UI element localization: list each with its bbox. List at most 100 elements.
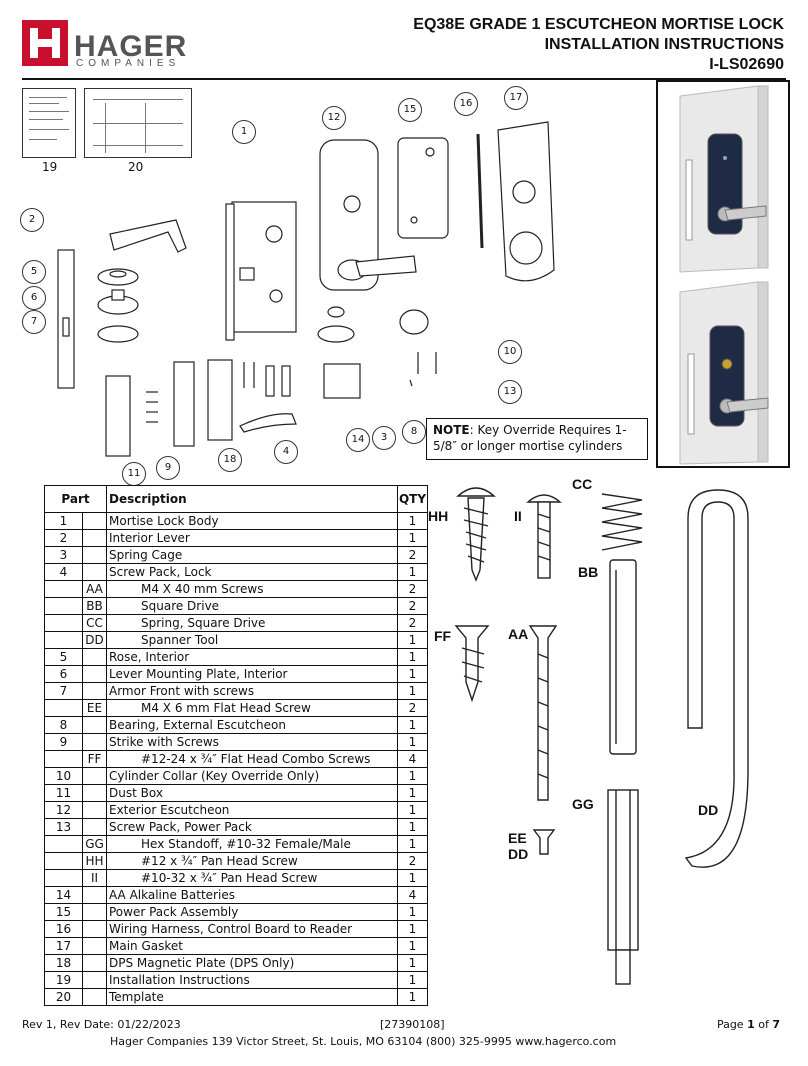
flat-head-screw-ee <box>532 829 556 855</box>
flat-head-screw-ff <box>454 625 490 703</box>
callout-18: 18 <box>218 448 242 472</box>
cell-description: Spring Cage <box>106 546 398 564</box>
callout-14: 14 <box>346 428 370 452</box>
note-text: : Key Override Requires 1-5/8″ or longer… <box>433 423 627 453</box>
document-code: [27390108] <box>380 1018 445 1031</box>
cell-qty: 1 <box>397 988 428 1006</box>
cell-qty: 1 <box>397 767 428 785</box>
cell-sub <box>82 818 107 836</box>
dps-plate <box>207 359 233 441</box>
cell-sub <box>82 971 107 989</box>
cell-qty: 1 <box>397 665 428 683</box>
installed-lock-illustration <box>679 85 769 465</box>
cell-qty: 1 <box>397 937 428 955</box>
cell-description: Bearing, External Escutcheon <box>106 716 398 734</box>
cell-description: Screw Pack, Lock <box>106 563 398 581</box>
logo-wordmark: HAGER <box>74 30 188 63</box>
callout-11: 11 <box>122 462 146 486</box>
cell-description: DPS Magnetic Plate (DPS Only) <box>106 954 398 972</box>
cell-description: #10-32 x ¾″ Pan Head Screw <box>106 869 398 887</box>
cell-description: Installation Instructions <box>106 971 398 989</box>
label-bb: BB <box>578 564 599 580</box>
doc-title-line3: I-LS02690 <box>709 56 784 73</box>
revision-date: Rev 1, Rev Date: 01/22/2023 <box>22 1018 181 1031</box>
cell-part <box>44 750 83 768</box>
label-cc: CC <box>572 476 593 492</box>
cell-description: Cylinder Collar (Key Override Only) <box>106 767 398 785</box>
cell-description: Interior Lever <box>106 529 398 547</box>
bearing <box>327 306 345 318</box>
cell-description: Strike with Screws <box>106 733 398 751</box>
cell-qty: 1 <box>397 716 428 734</box>
cell-sub <box>82 954 107 972</box>
thumbnail-instructions <box>22 88 76 158</box>
batteries <box>323 363 361 399</box>
cell-part <box>44 869 83 887</box>
cell-qty: 1 <box>397 818 428 836</box>
logo-subtitle: COMPANIES <box>76 58 181 69</box>
spanner-tool-dd <box>684 489 749 868</box>
cell-sub: BB <box>82 597 107 615</box>
doc-title-line2: INSTALLATION INSTRUCTIONS <box>544 36 784 53</box>
mortise-lock-body <box>231 201 297 333</box>
callout-6: 6 <box>22 286 46 310</box>
cell-part <box>44 631 83 649</box>
label-dd: DD <box>698 802 719 818</box>
cell-qty: 2 <box>397 597 428 615</box>
cell-qty: 4 <box>397 750 428 768</box>
installed-lock-photos <box>656 80 790 468</box>
cell-description: M4 X 40 mm Screws <box>106 580 398 598</box>
cell-qty: 1 <box>397 784 428 802</box>
cell-sub: CC <box>82 614 107 632</box>
page-prefix: Page <box>716 1018 748 1031</box>
cell-description: M4 X 6 mm Flat Head Screw <box>106 699 398 717</box>
page-number: 1 <box>747 1018 755 1031</box>
cell-qty: 1 <box>397 971 428 989</box>
cell-sub: AA <box>82 580 107 598</box>
cell-qty: 2 <box>397 580 428 598</box>
cell-description: Square Drive <box>106 597 398 615</box>
cell-description: Dust Box <box>106 784 398 802</box>
page-total: 7 <box>772 1018 780 1031</box>
cell-sub <box>82 563 107 581</box>
cell-description: Spanner Tool <box>106 631 398 649</box>
key-override-note: NOTE: Key Override Requires 1-5/8″ or lo… <box>426 418 648 460</box>
cell-description: Armor Front with screws <box>106 682 398 700</box>
page-of: of <box>754 1018 773 1031</box>
label-dd-small: DD <box>508 846 529 862</box>
callout-10: 10 <box>498 340 522 364</box>
strike <box>173 361 195 447</box>
callout-8: 8 <box>402 420 426 444</box>
cell-sub <box>82 512 107 530</box>
cell-qty: 1 <box>397 954 428 972</box>
cell-qty: 1 <box>397 682 428 700</box>
cell-part: 7 <box>44 682 83 700</box>
cell-sub <box>82 903 107 921</box>
cell-description: Spring, Square Drive <box>106 614 398 632</box>
dust-box <box>105 375 131 457</box>
cell-sub: II <box>82 869 107 887</box>
label-hh: HH <box>428 508 449 524</box>
hager-logo-mark <box>22 20 68 66</box>
cell-qty: 1 <box>397 563 428 581</box>
note-label: NOTE <box>433 423 470 437</box>
cell-part <box>44 614 83 632</box>
cell-part: 20 <box>44 988 83 1006</box>
exterior-escutcheon <box>319 139 379 291</box>
power-pack-assembly <box>397 137 449 239</box>
